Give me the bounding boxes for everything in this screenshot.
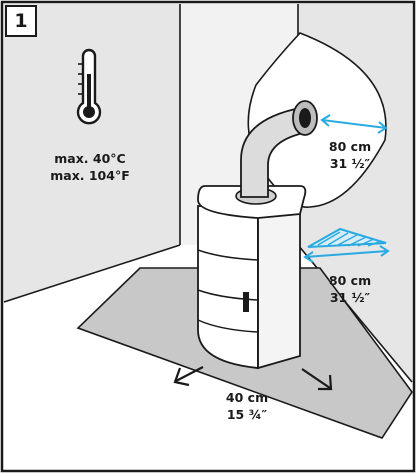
thermometer-icon (76, 48, 102, 125)
pipe-clearance-imperial: 31 ½″ (329, 156, 371, 171)
flue-pipe (240, 100, 318, 198)
stove-section-line-middle (197, 289, 259, 301)
floor-clearance-label: 40 cm 15 ¾″ (217, 389, 277, 423)
arrow-left-down-icon (173, 366, 204, 387)
left-wall (4, 4, 180, 302)
stove-side-panel (257, 205, 301, 370)
max-temperature-fahrenheit: max. 104°F (50, 168, 130, 183)
pipe-clearance-dimension (320, 114, 388, 134)
stove-section-line-upper (197, 249, 259, 261)
arrow-right-down-icon (301, 368, 333, 391)
stove (197, 185, 307, 370)
side-clearance-dimension (303, 245, 390, 263)
max-temperature-celsius: max. 40°C (54, 151, 126, 166)
flue-wall-opening (299, 108, 311, 128)
hatched-clearance-triangle-icon (307, 227, 387, 248)
max-temperature-label: max. 40°C max. 104°F (40, 150, 140, 184)
pipe-clearance-label: 80 cm 31 ½″ (320, 138, 380, 172)
step-number-badge: 1 (5, 5, 37, 37)
left-floor-edge (3, 244, 181, 303)
side-clearance-metric: 80 cm (328, 273, 372, 288)
side-clearance-label: 80 cm 31 ½″ (320, 272, 380, 306)
floor-clearance-metric: 40 cm (225, 390, 269, 405)
floor-clearance-imperial: 15 ¾″ (226, 407, 268, 422)
pipe-clearance-metric: 80 cm (328, 139, 372, 154)
side-clearance-imperial: 31 ½″ (329, 290, 371, 305)
stove-section-line-lower (197, 319, 259, 333)
stove-door-handle (243, 292, 249, 312)
stove-front-body (197, 205, 259, 369)
